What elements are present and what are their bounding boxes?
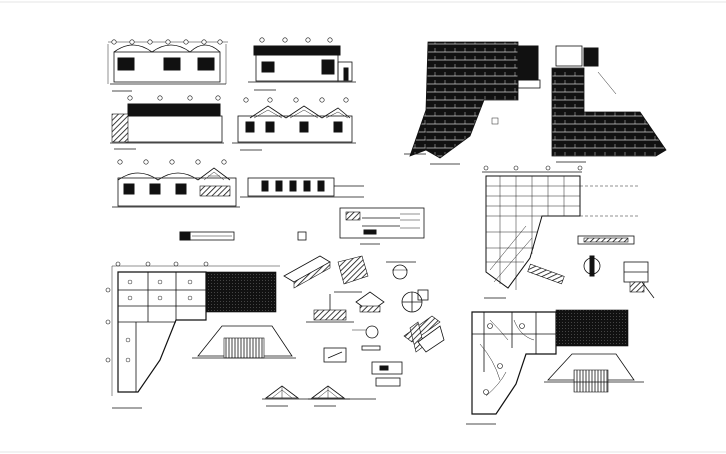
detail-connection (352, 315, 445, 353)
framing-plan (482, 165, 640, 299)
floor-plan-left (105, 261, 296, 409)
grid-bubbles (111, 39, 223, 45)
fixtures (125, 279, 193, 363)
detail-post-base (583, 255, 655, 299)
detail-foundation (306, 289, 429, 323)
detail-truss-pair (262, 385, 376, 407)
detail-wall-section (339, 207, 425, 245)
roof-plan-left (404, 41, 541, 165)
elevation-long-arched (112, 159, 364, 208)
roof-plan-right (551, 45, 667, 163)
elevation-side-flat (248, 37, 356, 91)
framing-grid (486, 176, 580, 290)
detail-beam-iso (283, 255, 416, 293)
elevation-front-arched (107, 39, 228, 92)
room-grid (118, 272, 206, 392)
elevation-long-solid (110, 95, 224, 150)
floor-plan-right (466, 309, 644, 425)
detail-anchor-small (323, 347, 403, 387)
elevation-arched-trusses (232, 97, 356, 151)
legend-block (179, 231, 307, 241)
